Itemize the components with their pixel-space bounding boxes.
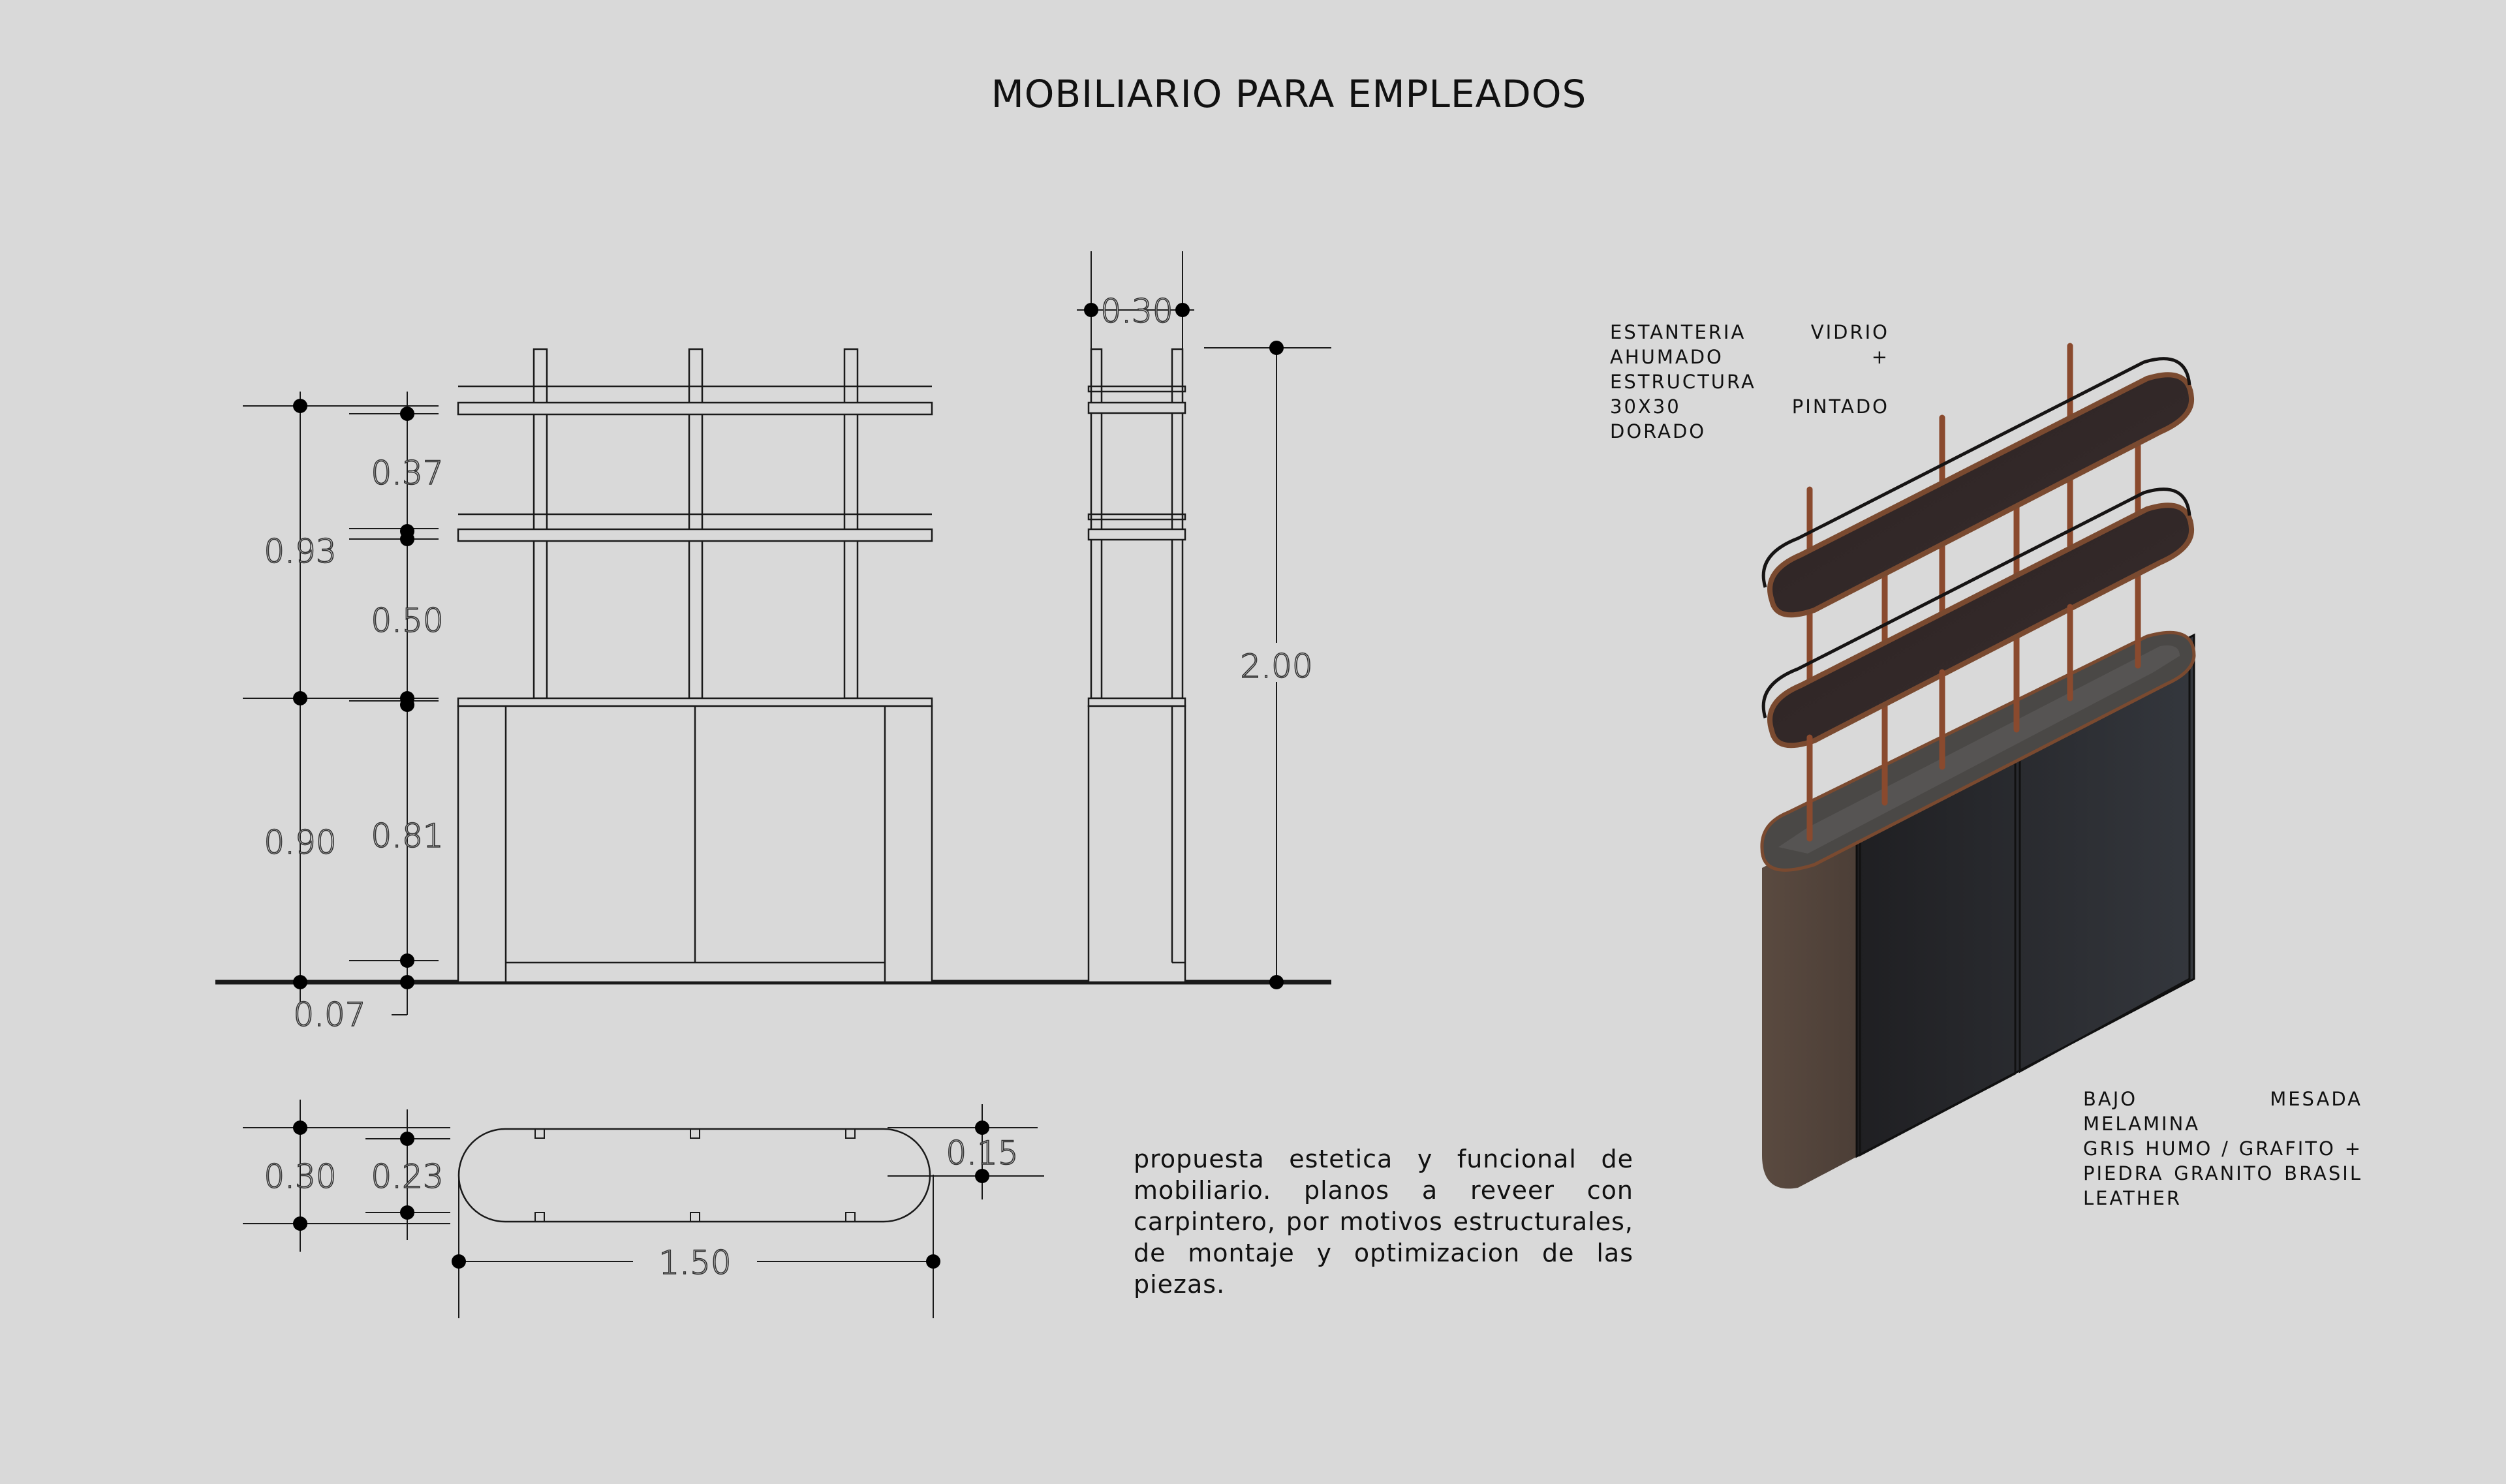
side-shelf-mid [1087, 528, 1186, 541]
side-cabinet [1087, 705, 1186, 983]
side-shelf-mid-rail [1087, 513, 1186, 521]
label-estanteria-line: 30X30 PINTADO DORADO [1610, 395, 1889, 442]
label-bajo-mesada: BAJO MESADA MELAMINA GRIS HUMO / GRAFITO… [2083, 1087, 2362, 1211]
side-elevation [1077, 251, 1331, 989]
front-countertop [457, 697, 933, 707]
dim-label-backing [1240, 643, 1313, 682]
description-line: de montaje y optimizacion de las [1134, 1239, 1633, 1267]
shelf-lower [1767, 502, 2195, 749]
front-post [533, 348, 548, 700]
label-bajo-mesada-line: GRIS HUMO / GRAFITO + [2083, 1137, 2362, 1160]
dim-front-shelf-gap-top: 0.37 [371, 454, 443, 492]
front-post [688, 348, 704, 700]
plan-outline [457, 1128, 931, 1223]
front-shelf-mid [457, 528, 933, 542]
dim-front-cabinet: 0.81 [371, 817, 443, 855]
dim-plan-inner-depth: 0.23 [371, 1158, 443, 1196]
label-estanteria-line: ESTANTERIA VIDRIO [1610, 321, 1889, 343]
isometric-render [1760, 343, 2196, 1189]
label-estanteria-line: AHUMADO + ESTRUCTURA [1610, 346, 1889, 393]
description-text: propuesta estetica y funcional de mobili… [1134, 1143, 1633, 1300]
dim-plan-radius: 0.15 [946, 1134, 1018, 1172]
dim-side-depth: 0.30 [1100, 292, 1173, 330]
description-line: piezas. [1134, 1270, 1226, 1299]
dim-front-lower-total: 0.90 [264, 824, 336, 861]
dim-side-total-height: 2.00 [1240, 647, 1312, 685]
shelf-upper [1767, 372, 2195, 618]
front-dimension-dots [293, 399, 414, 989]
dim-front-shelf-gap-mid: 0.50 [371, 602, 443, 640]
front-post [843, 348, 859, 700]
description-line: mobiliario. planos a reveer con [1134, 1176, 1633, 1205]
dim-plan-length: 1.50 [658, 1244, 731, 1282]
dim-plan-depth: 0.30 [264, 1158, 336, 1196]
side-post [1171, 348, 1184, 700]
dim-front-plinth: 0.07 [293, 996, 365, 1034]
side-post [1090, 348, 1103, 700]
plan-view [243, 1100, 1044, 1318]
shelf-lower-rail [1761, 487, 2191, 719]
front-shelf-top [457, 401, 933, 416]
side-dimension-dots [1084, 303, 1284, 989]
label-bajo-mesada-line: PIEDRA GRANITO BRASIL [2083, 1162, 2362, 1184]
page-title: MOBILIARIO PARA EMPLEADOS [991, 72, 1587, 116]
label-estanteria: ESTANTERIA VIDRIO AHUMADO + ESTRUCTURA 3… [1610, 320, 1889, 444]
plan-dimension-lines [243, 1100, 1044, 1318]
side-countertop [1087, 697, 1186, 707]
plan-dimension-dots [293, 1121, 989, 1269]
label-bajo-mesada-line: LEATHER [2083, 1187, 2182, 1209]
label-bajo-mesada-line: BAJO MESADA MELAMINA [2083, 1088, 2362, 1135]
dim-front-upper-total: 0.93 [264, 533, 336, 570]
shelf-upper-rail [1761, 357, 2191, 588]
side-shelf-top [1087, 401, 1186, 414]
description-line: carpintero, por motivos estructurales, [1134, 1207, 1633, 1236]
description-line: propuesta estetica y funcional de [1134, 1145, 1633, 1173]
side-shelf-top-rail [1087, 385, 1186, 393]
front-elevation [215, 348, 1331, 1015]
